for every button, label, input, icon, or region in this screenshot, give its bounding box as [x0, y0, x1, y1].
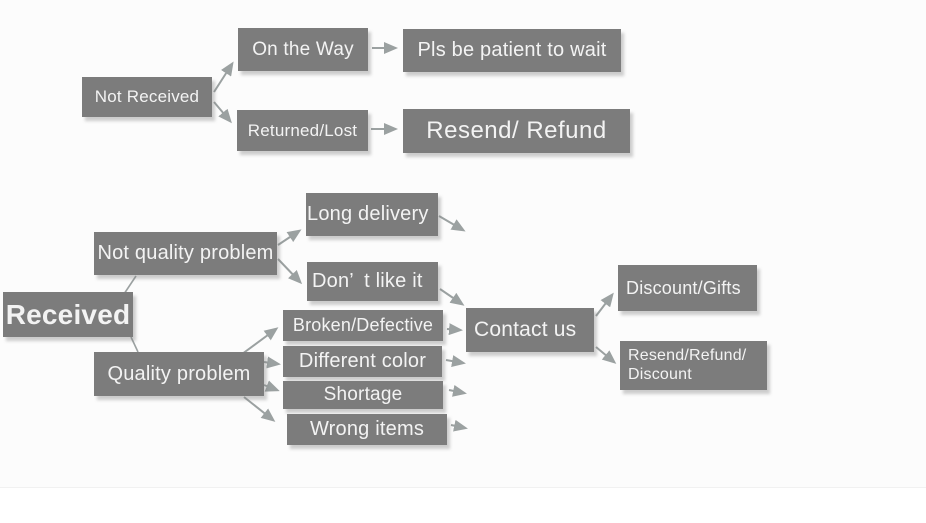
node-received: Received — [3, 292, 133, 337]
node-discount-gifts: Discount/Gifts — [618, 265, 757, 311]
arrow-dont-like-to-contact-us — [439, 288, 465, 306]
arrow-not-quality-to-long-delivery — [277, 229, 302, 246]
node-broken-defective: Broken/Defective — [283, 310, 443, 341]
arrow-not-received-to-returned-lost — [213, 101, 232, 124]
arrow-diff-color-out — [445, 355, 466, 367]
arrow-wrong-items-out — [450, 419, 468, 432]
node-not-received: Not Received — [82, 77, 212, 117]
node-resend-refund: Resend/ Refund — [403, 109, 630, 153]
node-quality-problem: Quality problem — [94, 352, 264, 396]
node-wrong-items: Wrong items — [287, 414, 447, 445]
node-dont-like-it: Don’ t like it — [307, 262, 438, 301]
arrow-broken-to-contact-us — [446, 323, 463, 336]
node-different-color: Different color — [283, 346, 442, 377]
node-on-the-way: On the Way — [238, 28, 368, 71]
node-contact-us: Contact us — [466, 308, 594, 352]
node-pls-be-patient: Pls be patient to wait — [403, 29, 621, 72]
node-label: Not quality problem — [97, 242, 274, 264]
node-label: Resend/Refund/ Discount — [628, 347, 746, 384]
arrow-contact-us-to-resend-discount — [595, 346, 617, 364]
arrow-contact-us-to-discount-gifts — [595, 292, 614, 317]
node-label: Returned/Lost — [247, 120, 358, 140]
arrow-not-quality-to-dont-like — [277, 258, 303, 285]
node-not-quality-problem: Not quality problem — [94, 232, 277, 275]
line-received-to-quality — [130, 336, 139, 353]
node-label: Received — [5, 298, 131, 330]
node-label: Quality problem — [107, 362, 251, 385]
node-long-delivery: Long delivery — [306, 193, 438, 236]
arrow-shortage-out — [448, 384, 467, 397]
node-label: Contact us — [474, 318, 577, 341]
node-label: Long delivery — [307, 203, 429, 225]
arrow-quality-to-wrong-items — [243, 396, 276, 422]
node-resend-refund-discount: Resend/Refund/ Discount — [620, 341, 767, 390]
node-label: Pls be patient to wait — [417, 39, 607, 61]
node-label: Resend/ Refund — [426, 117, 607, 144]
arrow-long-delivery-out — [438, 215, 466, 232]
arrow-quality-to-diff-color — [263, 356, 281, 369]
node-label-line2: Discount — [628, 365, 692, 383]
node-label: Discount/Gifts — [626, 277, 741, 298]
node-label: Don’ t like it — [312, 270, 423, 292]
node-label: On the Way — [252, 38, 354, 60]
node-label: Shortage — [323, 384, 403, 405]
node-label: Different color — [298, 350, 427, 372]
node-label: Wrong items — [309, 418, 425, 440]
node-returned-lost: Returned/Lost — [237, 110, 368, 151]
arrow-not-received-to-on-the-way — [213, 61, 234, 93]
node-label: Not Received — [94, 87, 200, 106]
arrow-quality-to-shortage — [263, 380, 280, 392]
node-label-line1: Resend/Refund/ — [628, 347, 747, 365]
node-shortage: Shortage — [283, 381, 443, 409]
node-label: Broken/Defective — [292, 315, 434, 335]
